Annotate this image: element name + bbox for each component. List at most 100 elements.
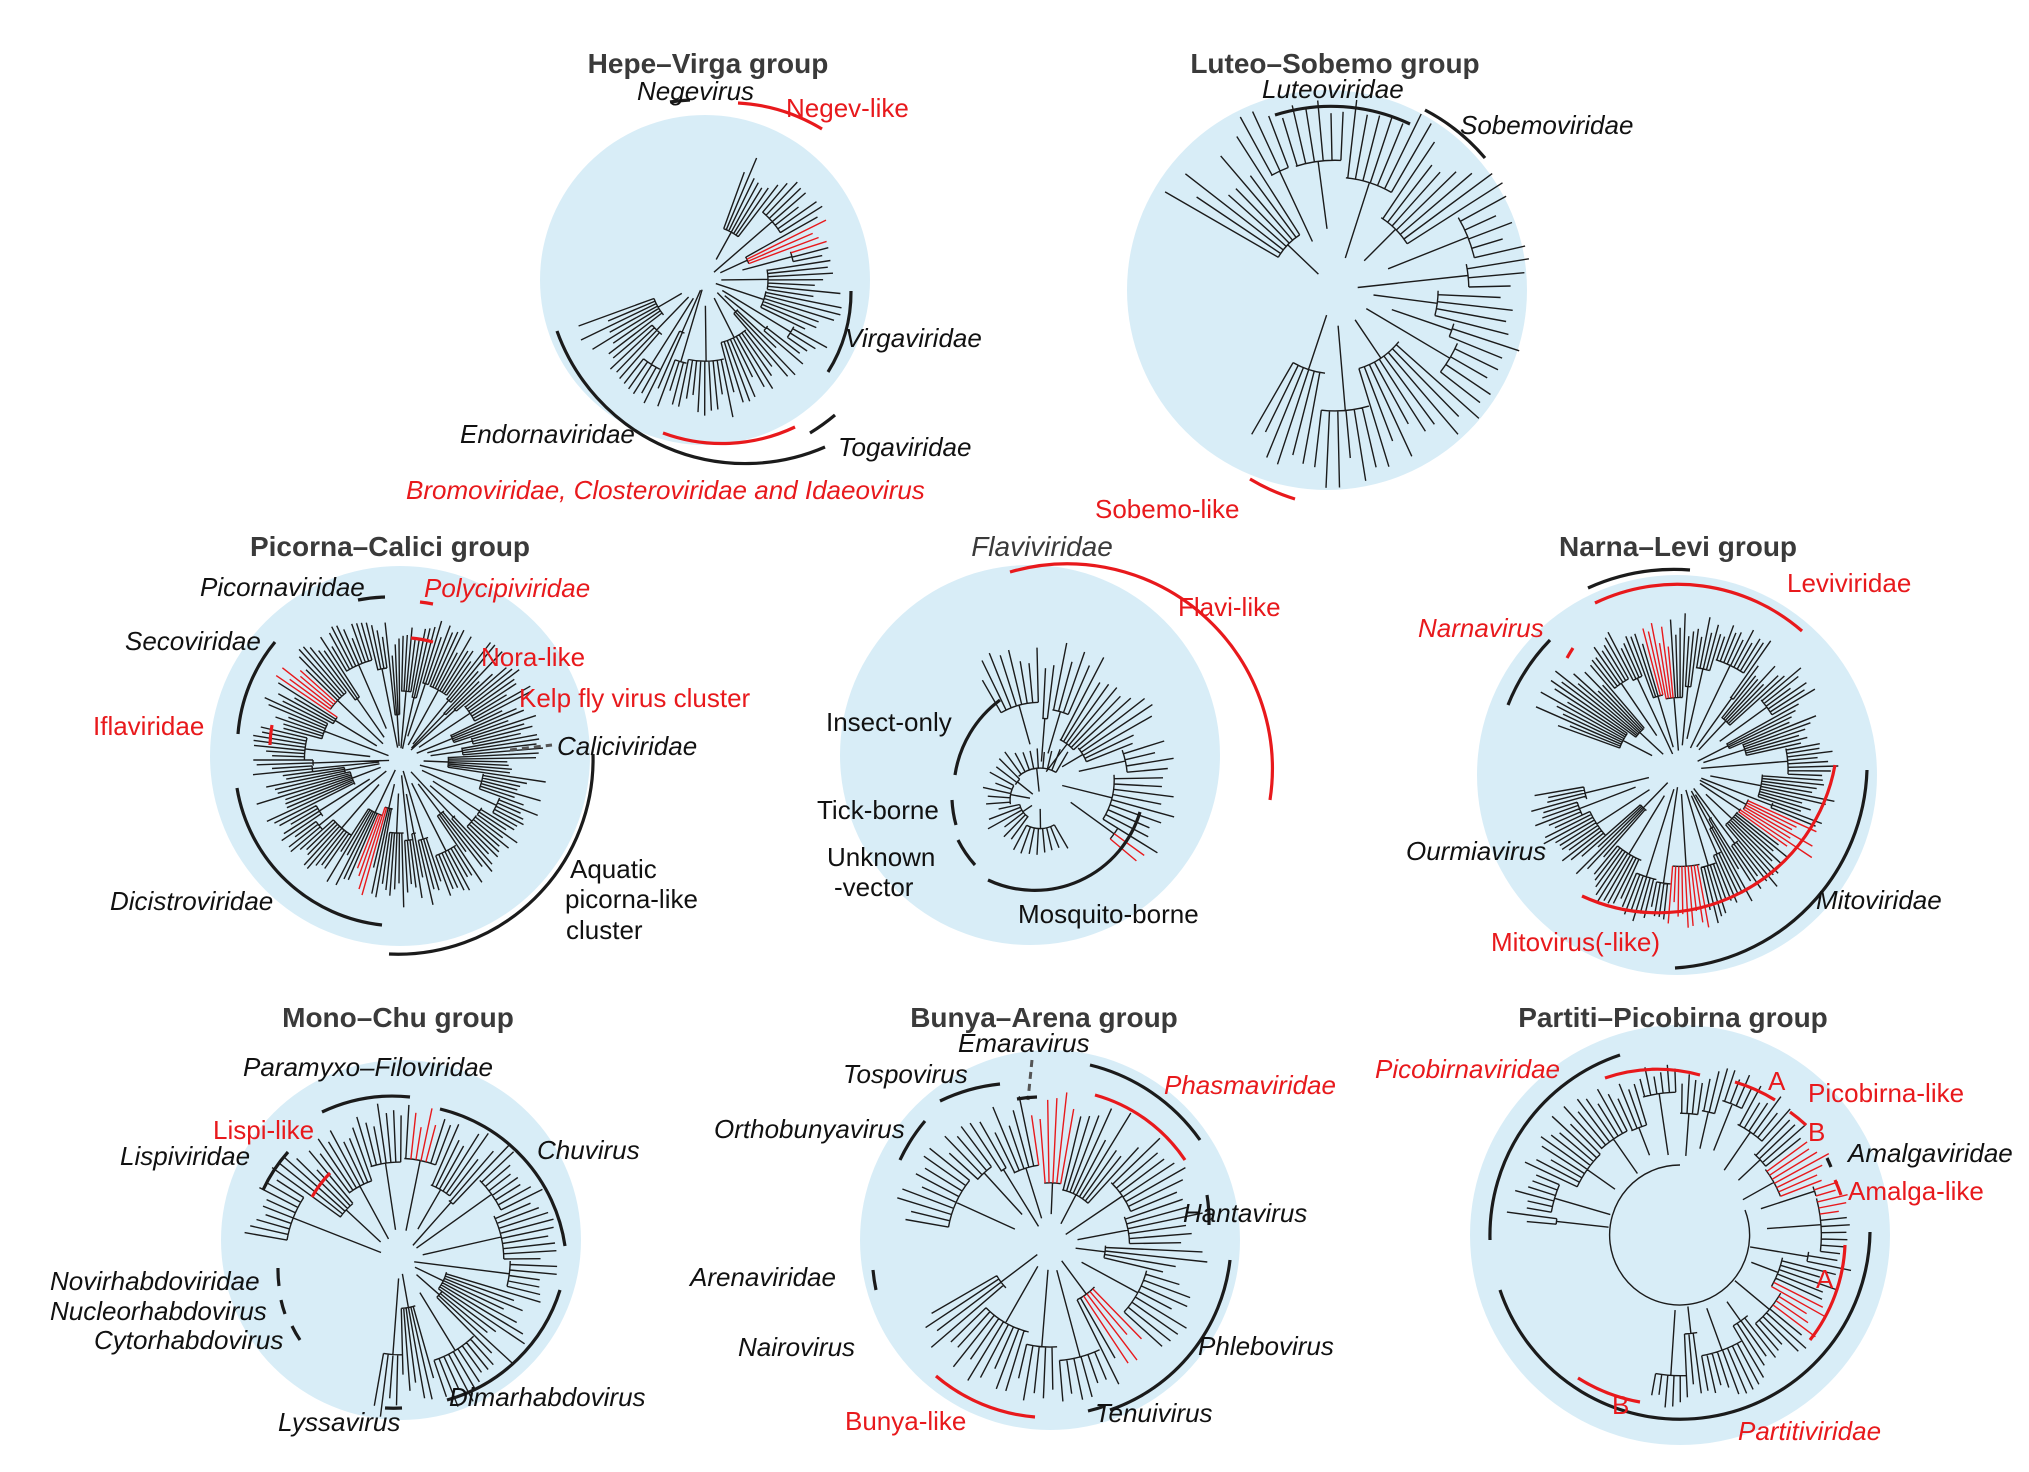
label-vector: -vector — [834, 872, 914, 902]
clade-arc-tospovirus — [939, 1082, 1001, 1103]
clade-arc-amalgaviridae — [1825, 1157, 1833, 1168]
label-virgaviridae: Virgaviridae — [845, 323, 982, 353]
label-tospovirus: Tospovirus — [843, 1059, 968, 1089]
clade-arc-phasma-black — [1089, 1063, 1202, 1141]
label-insect-only: Insect-only — [826, 707, 952, 737]
label-bromoviridae-closteroviridae-idaeovirus: Bromoviridae, Closteroviridae and Idaeov… — [406, 475, 925, 505]
clade-arc-togaviridae — [809, 413, 837, 435]
clade-arc-emaravirus — [1016, 1095, 1038, 1101]
clade-arc-orthobunya — [898, 1119, 927, 1161]
label-lispi-like: Lispi-like — [213, 1115, 314, 1145]
label-nora-like: Nora-like — [481, 642, 585, 672]
clade-arc-lispi-like — [310, 1171, 332, 1198]
clade-arc-nucleorhabdo — [279, 1299, 287, 1315]
label-hantavirus: Hantavirus — [1183, 1198, 1307, 1228]
tree-branches — [982, 748, 1069, 855]
clade-arc-lispiviridae — [261, 1150, 290, 1191]
tree-branches-highlighted — [1766, 1141, 1848, 1338]
tree-branches-highlighted — [1642, 622, 1817, 928]
label-novirhabdoviridae: Novirhabdoviridae — [50, 1266, 260, 1296]
label-phasmaviridae: Phasmaviridae — [1164, 1070, 1336, 1100]
label-luteoviridae: Luteoviridae — [1262, 74, 1404, 104]
label-chuvirus: Chuvirus — [537, 1135, 640, 1165]
tree-branches-highlighted — [1109, 833, 1145, 862]
tree-branches — [897, 1096, 1208, 1402]
label-lispiviridae: Lispiviridae — [120, 1141, 250, 1171]
tree-flaviviridae-lower — [982, 748, 1069, 855]
panel-title: Hepe–Virga group — [588, 48, 829, 79]
tree-branches — [252, 620, 546, 908]
clade-arc-levi-outer — [1587, 567, 1691, 590]
clade-arc-hantavirus — [1205, 1194, 1211, 1226]
label-unknown: Unknown — [827, 842, 935, 872]
label-tenuivirus: Tenuivirus — [1095, 1398, 1213, 1428]
label-cytorhabdovirus: Cytorhabdovirus — [94, 1325, 283, 1355]
clade-arc-bromo — [662, 425, 796, 446]
label-negevirus: Negevirus — [637, 76, 754, 106]
panel-disc — [540, 115, 870, 445]
label-mosquito-borne: Mosquito-borne — [1018, 899, 1199, 929]
clade-arc-picobirnaviridae-black — [1488, 1053, 1621, 1241]
label-nucleorhabdovirus: Nucleorhabdovirus — [50, 1296, 267, 1326]
clade-arc-picornaviridae — [357, 595, 386, 602]
clade-arc-aquatic — [388, 753, 595, 956]
clade-arc-picobirnaviridae — [1604, 1067, 1701, 1080]
label-orthobunyavirus: Orthobunyavirus — [714, 1114, 905, 1144]
label-dicistroviridae: Dicistroviridae — [110, 886, 273, 916]
label-picobirnaviridae: Picobirnaviridae — [1375, 1054, 1560, 1084]
clade-arc-novirhabdo — [276, 1267, 281, 1287]
clade-arc-dicistroviridae — [235, 787, 383, 927]
panel-bunya-arena: Bunya–Arena group Emaravirus Tospovirus … — [688, 1002, 1336, 1436]
tree-branches — [1531, 613, 1839, 924]
tree-branches-highlighted — [275, 667, 388, 896]
panel-disc — [210, 566, 590, 946]
label-B-lower: B — [1612, 1390, 1629, 1420]
panel-narna-levi: Narna–Levi group Leviviridae Narnavirus … — [1406, 531, 1942, 975]
clade-arc-luteoviridae — [1274, 104, 1411, 126]
label-bunya-like: Bunya-like — [845, 1406, 966, 1436]
clade-arc-phlebovirus — [1109, 1259, 1232, 1412]
clade-arcs — [1488, 1053, 1872, 1421]
clade-arc-iflaviridae — [268, 724, 274, 746]
clade-arc-polycipiviridae — [419, 600, 434, 606]
clade-arc-picobirna-B — [1789, 1110, 1808, 1127]
panel-title: Bunya–Arena group — [910, 1002, 1178, 1033]
tree-mono-chu — [244, 1103, 558, 1417]
tree-branches-highlighted — [1030, 1092, 1143, 1364]
clade-arc-sobemo-like — [1249, 477, 1296, 501]
panel-disc — [1477, 575, 1877, 975]
panel-hepe-virga: Hepe–Virga group Negevirus Negev-like Vi… — [406, 48, 982, 505]
label-secoviridae: Secoviridae — [125, 626, 261, 656]
label-tick-borne: Tick-borne — [817, 795, 939, 825]
label-iflaviridae: Iflaviridae — [93, 711, 204, 741]
clade-arcs — [555, 98, 853, 466]
clade-arc-endornaviridae — [555, 330, 826, 466]
tree-bunya-arena — [897, 1092, 1208, 1402]
clade-arc-secoviridae — [236, 640, 277, 735]
clade-arcs — [1506, 567, 1869, 970]
clade-arc-picobirna-A — [1734, 1080, 1776, 1102]
label-picobirna-like: Picobirna-like — [1808, 1078, 1964, 1108]
clade-arc-mitovirus — [1581, 764, 1837, 915]
tree-branches — [981, 642, 1175, 854]
tree-branches — [578, 157, 842, 418]
label-paramyxo-filoviridae: Paramyxo–Filoviridae — [243, 1052, 493, 1082]
clade-arc-tick-borne — [950, 799, 958, 826]
panel-disc — [221, 1060, 581, 1420]
panel-partiti-picobirna: Partiti–Picobirna group Picobirnaviridae… — [1375, 1002, 2013, 1446]
label-lyssavirus: Lyssavirus — [278, 1407, 400, 1437]
panel-disc — [860, 1050, 1240, 1430]
clade-arcs — [235, 595, 595, 956]
clade-arc-mosquito-borne — [987, 811, 1142, 892]
label-narnavirus: Narnavirus — [1418, 613, 1544, 643]
tree-flaviviridae — [981, 642, 1175, 862]
tree-luteo-sobemo — [1164, 99, 1530, 488]
clade-arc-negevirus — [669, 98, 691, 104]
label-dimarhabdovirus: Dimarhabdovirus — [449, 1382, 646, 1412]
label-negev-like: Negev-like — [786, 93, 909, 123]
tree-branches-highlighted — [410, 1108, 437, 1162]
label-cluster: cluster — [566, 915, 643, 945]
clade-arc-tenuivirus — [1087, 1404, 1106, 1413]
panel-title: Mono–Chu group — [282, 1002, 514, 1033]
panel-title: Partiti–Picobirna group — [1518, 1002, 1828, 1033]
